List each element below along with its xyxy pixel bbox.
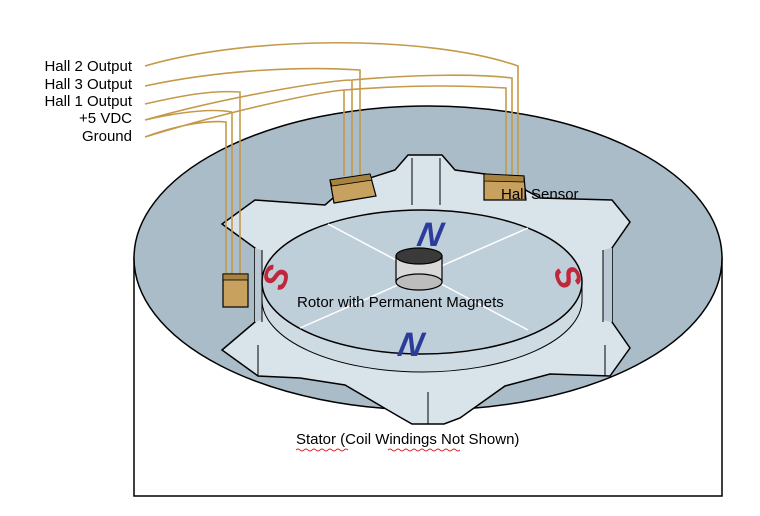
wire-label-hall-1: Hall 1 Output xyxy=(44,93,132,110)
spellcheck-underlines xyxy=(295,448,461,452)
wire-label-hall-2: Hall 2 Output xyxy=(44,58,132,75)
wire-hall-2 xyxy=(144,41,519,176)
rotor-label: Rotor with Permanent Magnets xyxy=(297,294,504,311)
hall-sensor-right xyxy=(483,173,527,201)
hall-sensor-middle xyxy=(329,173,377,204)
wire-label-ground: Ground xyxy=(81,128,132,145)
stator-tooth-edges xyxy=(257,158,606,424)
wire-hall-1 xyxy=(144,90,241,274)
hall-sensor-label: Hall Sensor xyxy=(501,186,579,203)
hall-sensor-left xyxy=(222,273,249,308)
hall-sensor-wires xyxy=(144,41,519,274)
rotor-shaft-bottom xyxy=(395,273,443,291)
rotor-shaft-top xyxy=(395,247,443,265)
wire-label-5vdc: +5 VDC xyxy=(79,110,132,127)
wire-ground xyxy=(144,85,507,274)
wire-label-hall-3: Hall 3 Output xyxy=(44,76,132,93)
wire-hall-3 xyxy=(144,67,361,176)
wire-5vdc xyxy=(144,74,513,274)
stator-label: Stator (Coil Windings Not Shown) xyxy=(296,431,520,448)
